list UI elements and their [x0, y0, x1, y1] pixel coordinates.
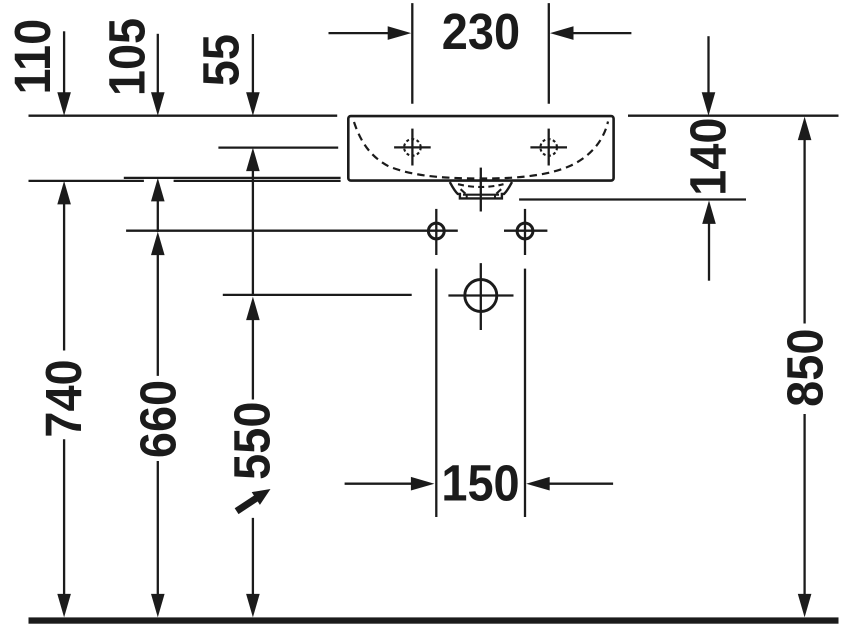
- svg-text:105: 105: [100, 18, 156, 96]
- svg-text:150: 150: [441, 456, 519, 512]
- svg-text:660: 660: [131, 380, 187, 458]
- svg-text:740: 740: [36, 359, 92, 437]
- svg-text:550: 550: [225, 402, 281, 480]
- svg-text:230: 230: [442, 4, 520, 60]
- svg-text:140: 140: [681, 118, 737, 196]
- svg-text:850: 850: [778, 329, 834, 407]
- svg-text:55: 55: [194, 34, 250, 86]
- svg-text:110: 110: [5, 19, 61, 95]
